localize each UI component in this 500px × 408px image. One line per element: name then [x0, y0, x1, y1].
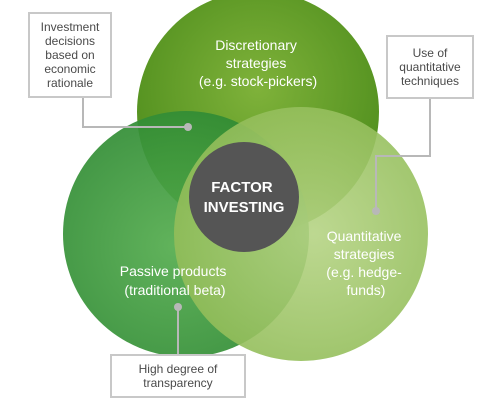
quantitative-label-line-2: strategies: [334, 246, 395, 262]
economic-connector-line: [82, 98, 188, 128]
discretionary-label-line-1: Discretionary: [215, 37, 297, 53]
quant-connector-dot: [372, 207, 380, 215]
quantitative-techniques-callout: Use of quantitative techniques: [386, 35, 474, 99]
quantitative-label-line-3: (e.g. hedge-: [326, 264, 402, 280]
quant-connector-line: [375, 99, 431, 211]
factor-investing-core: [189, 142, 299, 252]
center-label-line-2: INVESTING: [204, 199, 285, 216]
economic-rationale-callout: Investment decisions based on economic r…: [28, 12, 112, 98]
quantitative-label-line-4: funds): [347, 282, 386, 298]
discretionary-label-line-3: (e.g. stock-pickers): [199, 73, 317, 89]
svg-text:Discretionary strategies: Discretionary strategies (e.g. stock-pic…: [199, 37, 317, 89]
passive-label-line-1: Passive products: [120, 263, 227, 279]
svg-text:Quantitative strategies: Quantitative strategies (e.g. hedge- fun…: [326, 228, 405, 298]
center-label-line-1: FACTOR: [211, 179, 273, 196]
transparency-connector-dot: [174, 303, 182, 311]
discretionary-label-line-2: strategies: [226, 55, 287, 71]
svg-text:Passive products (tradit: Passive products (traditional beta): [120, 263, 231, 298]
transparency-callout: High degree of transparency: [110, 354, 246, 398]
passive-label-line-2: (traditional beta): [124, 282, 225, 298]
economic-connector-dot: [184, 123, 192, 131]
quantitative-label-line-1: Quantitative: [327, 228, 402, 244]
svg-text:FACTOR INVESTING: FACTOR INVESTING: [204, 179, 285, 216]
